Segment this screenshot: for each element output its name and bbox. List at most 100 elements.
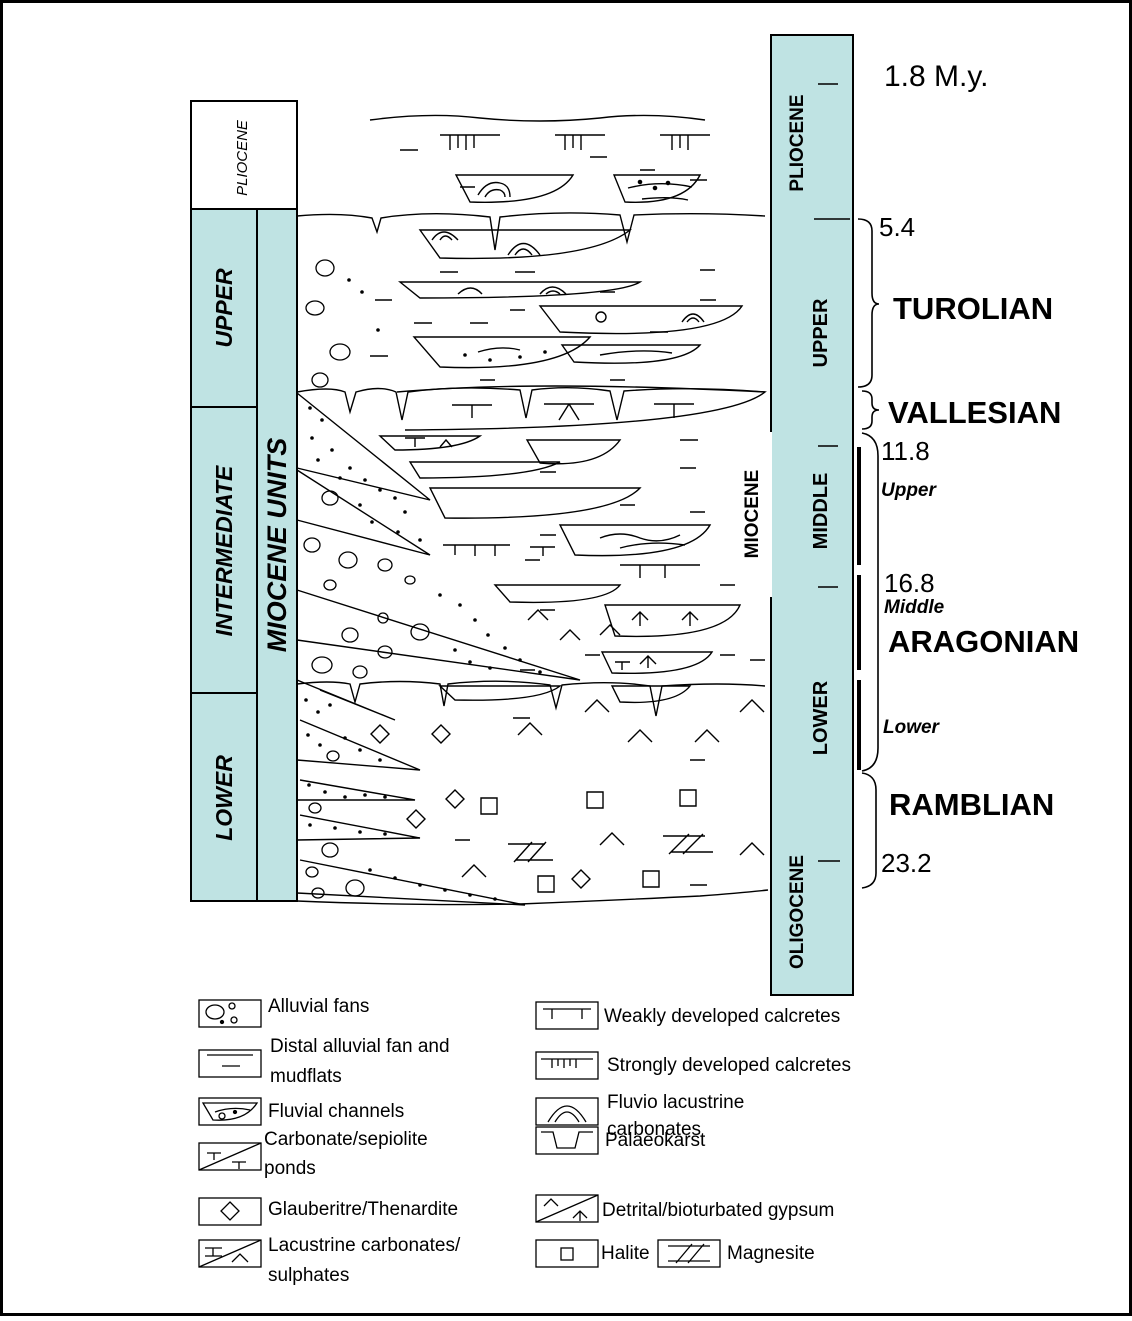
- pliocene-carbonate-lens: [456, 175, 573, 202]
- upper-lens-4: [414, 337, 590, 368]
- vallesian-surface: [297, 388, 765, 420]
- legend-label-glauberite: Glauberitre/Thenardite: [268, 1199, 458, 1220]
- left-pliocene-label: PLIOCENE: [234, 119, 251, 196]
- legend-label-magnesite: Magnesite: [727, 1243, 815, 1264]
- mudflat-symbol: [199, 1050, 261, 1077]
- age-16-8: 16.8: [884, 568, 935, 598]
- stage-ramblian: RAMBLIAN: [889, 787, 1054, 822]
- mid-gypsum: [528, 610, 620, 640]
- unit-label-lower: LOWER: [211, 755, 237, 841]
- strong-calcrete-2: [555, 135, 605, 150]
- legend-label-fluvio-1: Fluvio lacustrine: [607, 1092, 744, 1113]
- pliocene-surface: [370, 115, 705, 121]
- substage-upper: Upper: [881, 480, 938, 501]
- magnesite-symbol: [658, 1240, 720, 1267]
- palaeokarst-symbol: [536, 1127, 598, 1154]
- legend-label-halite: Halite: [601, 1243, 650, 1264]
- legend-label-ponds-1: Carbonate/sepiolite: [264, 1129, 428, 1150]
- substage-lower: Lower: [883, 717, 941, 738]
- unit-label-upper: UPPER: [211, 268, 237, 348]
- lower-gypsum: [462, 700, 764, 877]
- unit-label-intermediate: INTERMEDIATE: [211, 465, 237, 636]
- fan-wedge-3: [297, 590, 580, 680]
- stage-vallesian: VALLESIAN: [888, 395, 1061, 430]
- legend-label-mudflats-2: mudflats: [270, 1066, 342, 1087]
- vallesian-carbonates: [452, 404, 694, 420]
- pliocene-dashes: [400, 150, 707, 187]
- upper-lens-3-carbonate: [682, 314, 704, 322]
- legend-label-lacustrine-1: Lacustrine carbonates/: [268, 1235, 461, 1256]
- mid-lens-6: [495, 585, 620, 602]
- strong-calcrete-1: [440, 135, 500, 150]
- legend-label-alluvial-fans: Alluvial fans: [268, 996, 369, 1017]
- legend-label-channels: Fluvial channels: [268, 1101, 404, 1122]
- fan-clasts: [304, 260, 429, 898]
- upper-lens-2-carbonates: [458, 287, 566, 294]
- legend-labels: Alluvial fans Distal alluvial fan and mu…: [264, 996, 851, 1286]
- mid-lens-5-internal: [600, 534, 685, 548]
- age-23-2: 23.2: [881, 848, 932, 878]
- brace-turolian: [858, 219, 879, 387]
- mid-lens-7: [605, 605, 740, 636]
- fan-wedge-5: [297, 720, 420, 770]
- fan-wedge-4: [297, 680, 395, 720]
- age-1-8: 1.8 M.y.: [884, 60, 988, 93]
- weak-calcrete-symbol: [536, 1002, 598, 1029]
- upper-lens-3: [540, 306, 742, 334]
- brace-vallesian: [862, 391, 879, 429]
- strong-calcrete-symbol: [536, 1052, 598, 1079]
- halite-symbol: [536, 1240, 598, 1267]
- cross-section: [297, 115, 768, 905]
- stage-aragonian: ARAGONIAN: [888, 624, 1079, 659]
- epoch-label-miocene: MIOCENE: [742, 470, 763, 559]
- mid-lens-1: [380, 436, 480, 450]
- upper-unit-surface: [297, 213, 765, 250]
- mid-lens-5: [560, 525, 710, 556]
- lower-lens-1: [440, 686, 560, 700]
- legend-label-ponds-2: ponds: [264, 1158, 316, 1179]
- fan-wedge-8: [297, 860, 525, 905]
- stage-annotations: 1.8 M.y. 5.4 11.8 16.8 23.2 TUROLIAN VAL…: [858, 60, 1079, 888]
- vallesian-lens: [397, 386, 765, 430]
- fan-wedge-6: [297, 780, 415, 800]
- mid-lens-3: [410, 462, 560, 478]
- mid-lens-2: [527, 440, 620, 464]
- right-column: PLIOCENE UPPER MIDDLE LOWER OLIGOCENE MI…: [728, 35, 853, 995]
- age-5-4: 5.4: [879, 212, 915, 242]
- lower-magnesite: [508, 834, 713, 862]
- legend-label-weak-calcretes: Weakly developed calcretes: [604, 1006, 840, 1027]
- strong-calcrete-3: [660, 135, 710, 150]
- upper-lens-2: [400, 282, 640, 298]
- legend-label-lacustrine-2: sulphates: [268, 1265, 349, 1286]
- left-column: PLIOCENE UPPER INTERMEDIATE LOWER MIOCEN…: [191, 101, 297, 901]
- substage-middle: Middle: [884, 597, 945, 618]
- epoch-label-middle: MIDDLE: [810, 473, 832, 550]
- lower-dashes: [455, 718, 707, 885]
- mid-lens-4: [430, 488, 640, 518]
- legend-label-gypsum: Detrital/bioturbated gypsum: [602, 1200, 834, 1221]
- legend-label-palaeokarst: Palaeokarst: [605, 1130, 706, 1151]
- upper-lens-3-pebble: [596, 312, 606, 322]
- epoch-label-oligocene: OLIGOCENE: [787, 855, 808, 969]
- mid-lens-1-carbonate: [405, 438, 452, 447]
- legend-label-strong-calcretes: Strongly developed calcretes: [607, 1055, 851, 1076]
- mid-lens-7-gypsum: [632, 612, 698, 626]
- age-11-8: 11.8: [881, 436, 930, 466]
- upper-lens-5: [562, 345, 700, 363]
- upper-dashes: [370, 270, 716, 380]
- brace-aragonian: [862, 433, 878, 771]
- miocene-units-label: MIOCENE UNITS: [262, 438, 292, 653]
- epoch-label-lower: LOWER: [810, 680, 832, 755]
- epoch-label-pliocene: PLIOCENE: [787, 94, 808, 191]
- fan-sand-dots: [304, 278, 547, 901]
- mid-calcrete: [443, 545, 700, 578]
- fan-wedge-2: [297, 470, 430, 555]
- upper-lens-1-carbonates: [432, 232, 540, 255]
- epoch-label-upper: UPPER: [810, 298, 832, 367]
- brace-ramblian: [862, 773, 876, 888]
- fan-wedge-7: [297, 815, 420, 840]
- legend-label-mudflats-1: Distal alluvial fan and: [270, 1036, 450, 1057]
- stage-turolian: TUROLIAN: [893, 291, 1053, 326]
